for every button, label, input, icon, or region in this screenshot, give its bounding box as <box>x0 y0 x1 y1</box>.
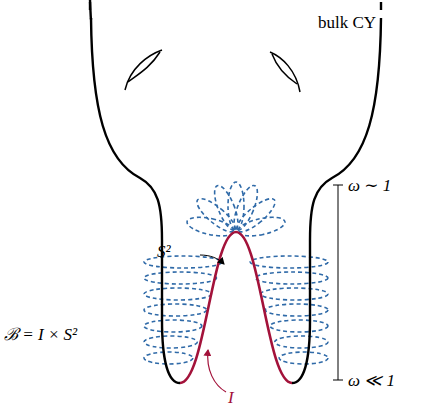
sphere-fibre <box>250 256 328 268</box>
interval-curve <box>180 232 292 383</box>
sphere-fibre <box>144 304 207 316</box>
leader-arrow <box>208 350 226 392</box>
sphere-fibre <box>144 288 211 300</box>
sphere-fibre <box>261 288 328 300</box>
region-label: bulk CY <box>318 14 376 31</box>
sphere-fibre <box>144 352 193 364</box>
cut-mark <box>89 2 91 10</box>
sphere-fibre <box>232 194 279 237</box>
interval-label: I <box>228 389 234 406</box>
sphere-fibre <box>275 336 328 348</box>
sphere-fibre <box>144 256 222 268</box>
sphere-fibre <box>229 183 262 233</box>
sphere-fibre <box>144 336 197 348</box>
cut-mark <box>380 2 382 10</box>
scale-bar <box>333 185 343 380</box>
sphere-fibre <box>144 272 217 284</box>
fibre-label: S² <box>157 243 171 260</box>
sphere-fibres <box>144 182 328 364</box>
scale-label: ω ∼ 1 <box>348 177 391 194</box>
sphere-fibre <box>144 320 202 332</box>
sphere-fibre <box>228 182 244 230</box>
handle <box>125 50 300 92</box>
throat-wall <box>91 18 180 383</box>
sphere-fibre <box>185 214 235 240</box>
sphere-fibre <box>270 320 328 332</box>
scale-label: ω ≪ 1 <box>348 372 395 389</box>
base-label: ℬ = I × S² <box>4 326 77 343</box>
sphere-fibre <box>279 352 328 364</box>
sphere-fibre <box>265 304 328 316</box>
leader-arrow <box>200 255 224 264</box>
sphere-fibre <box>255 272 328 284</box>
throat-wall <box>292 18 381 383</box>
sphere-fibre <box>236 214 286 240</box>
